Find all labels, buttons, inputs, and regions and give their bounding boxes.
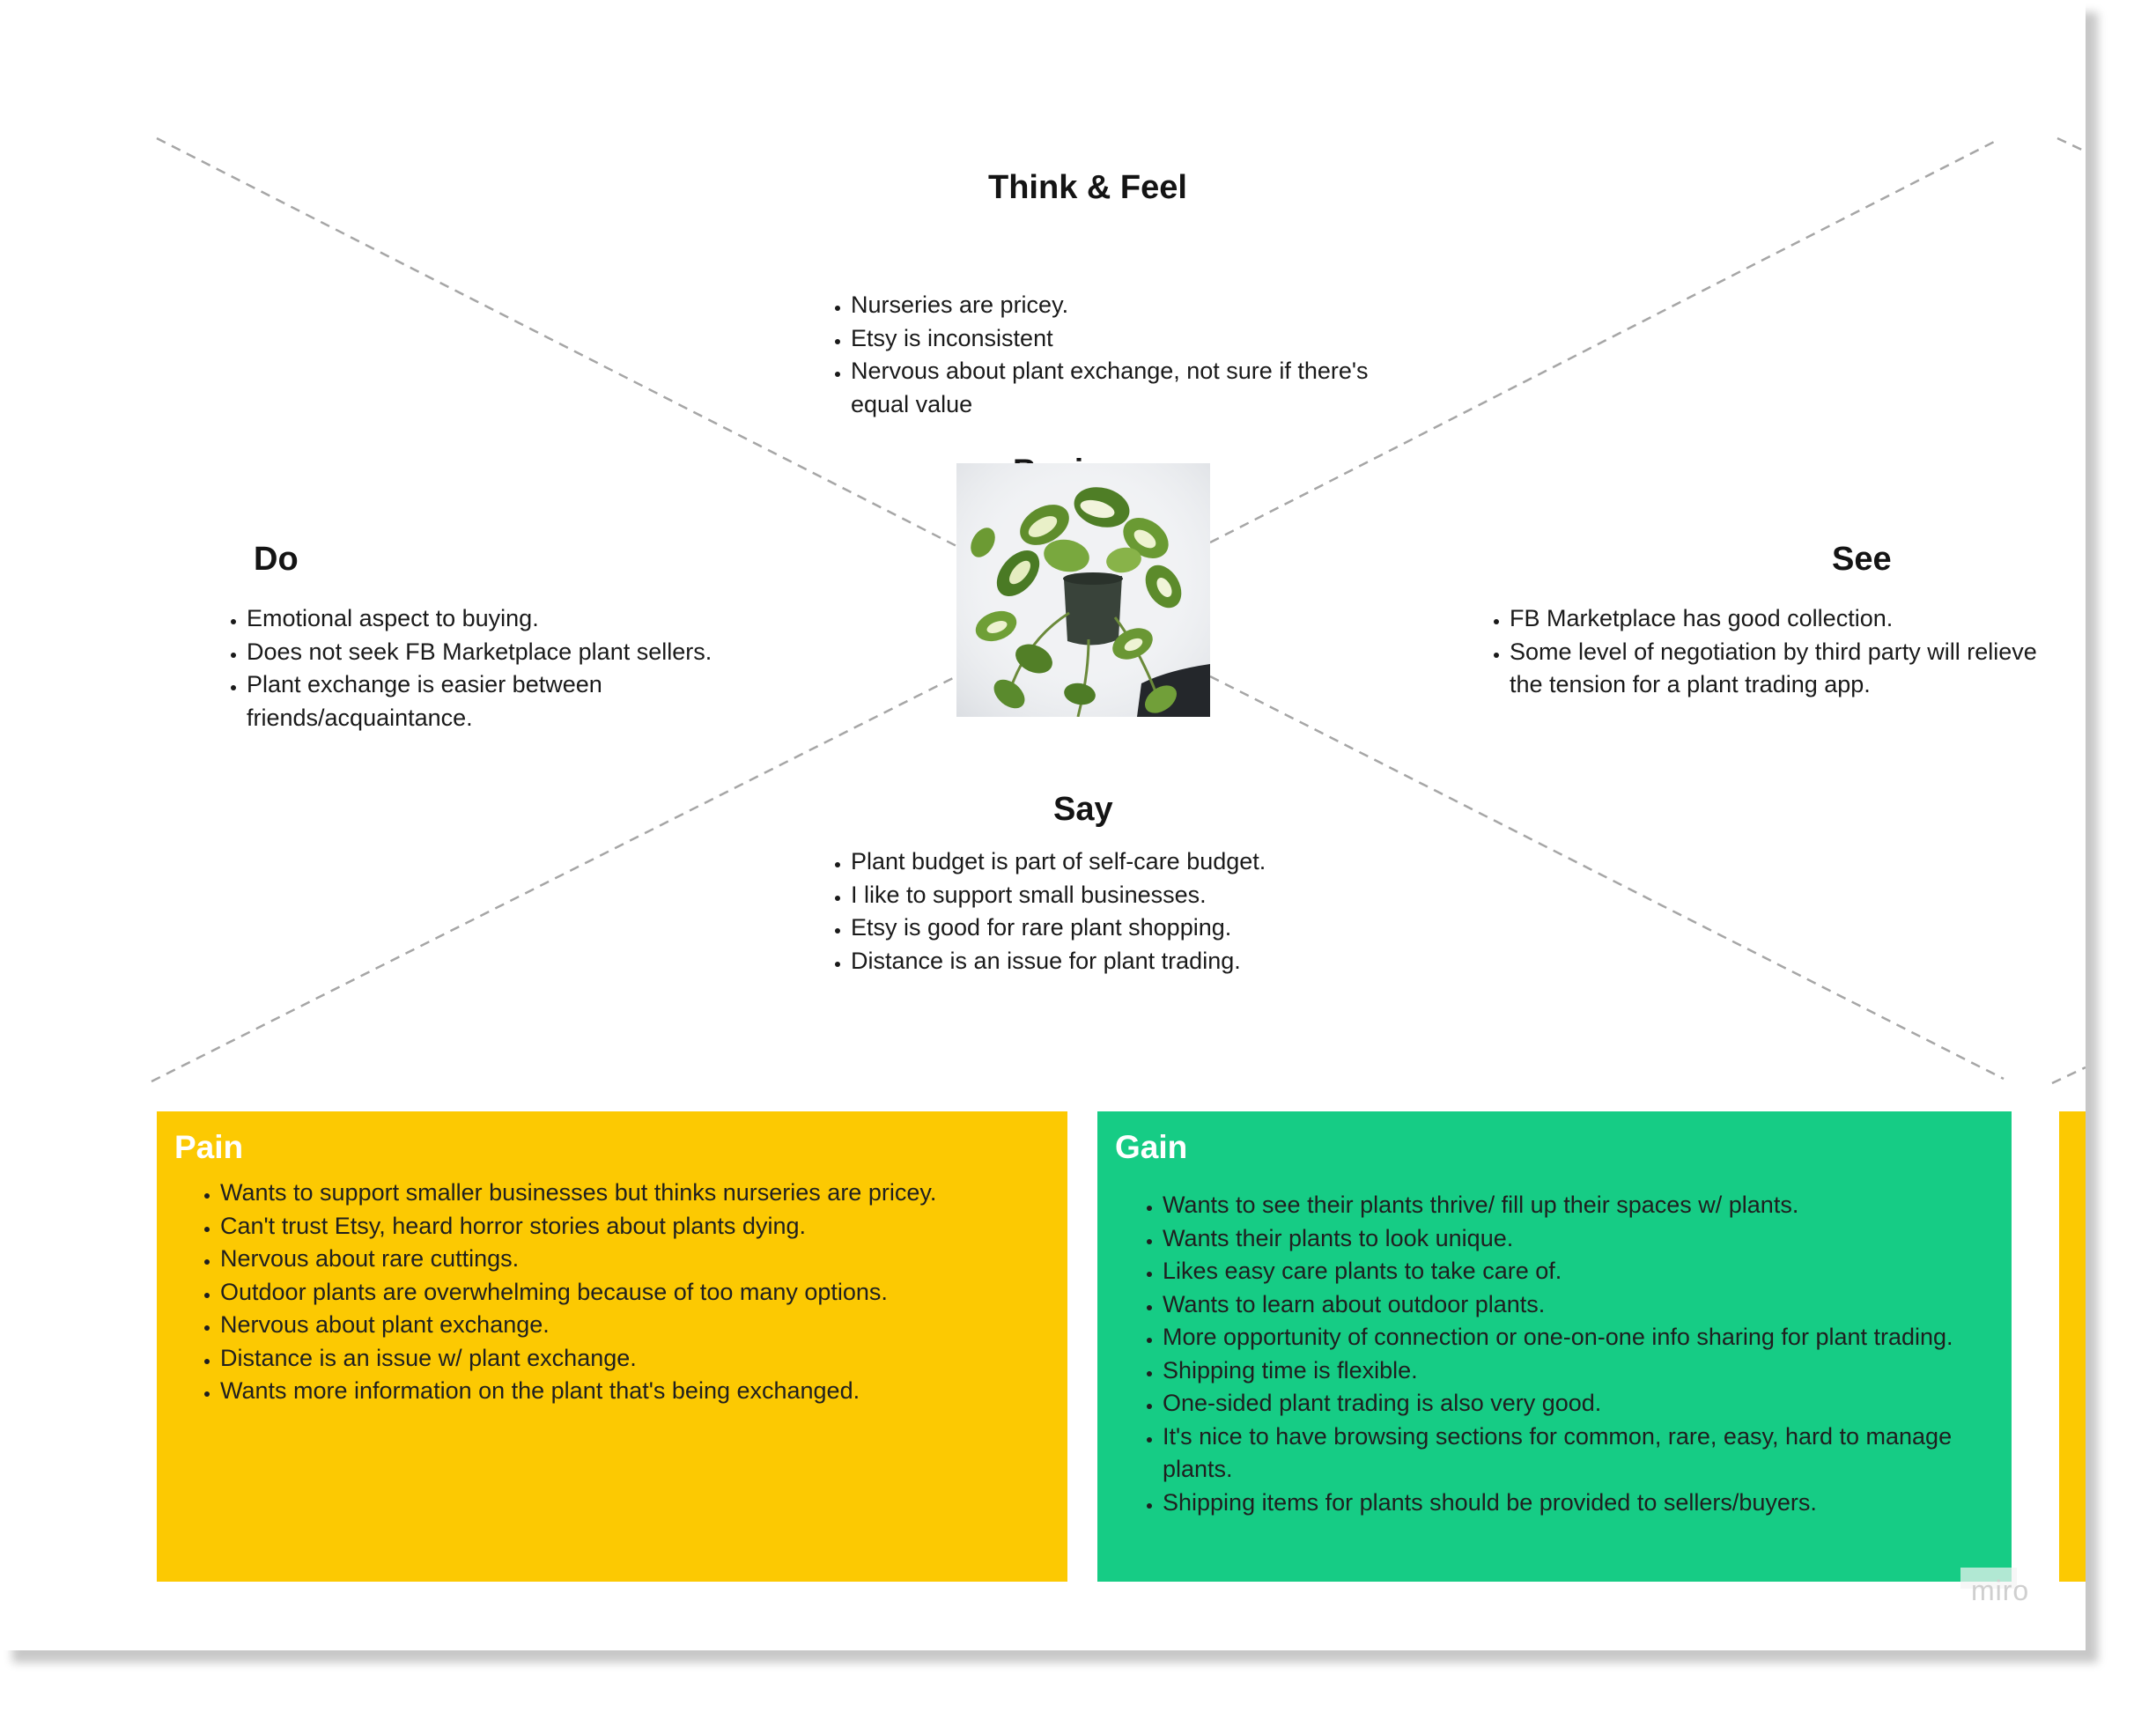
list-item: It's nice to have browsing sections for … bbox=[1163, 1421, 1999, 1487]
list-item: Likes easy care plants to take care of. bbox=[1163, 1255, 1999, 1288]
pain-list: Wants to support smaller businesses but … bbox=[196, 1177, 1066, 1408]
say-list: Plant budget is part of self-care budget… bbox=[826, 845, 1414, 978]
think-feel-heading: Think & Feel bbox=[988, 169, 1187, 207]
list-item: Nervous about plant exchange. bbox=[220, 1309, 1066, 1342]
think-feel-list: Nurseries are pricey. Etsy is inconsiste… bbox=[826, 289, 1379, 421]
list-item: Wants more information on the plant that… bbox=[220, 1375, 1066, 1408]
partial-card-edge bbox=[2059, 1111, 2086, 1582]
list-item: Shipping time is flexible. bbox=[1163, 1354, 1999, 1388]
empathy-map-board: Think & Feel Nurseries are pricey. Etsy … bbox=[0, 0, 2086, 1650]
list-item: Plant budget is part of self-care budget… bbox=[851, 845, 1414, 879]
list-item: Nurseries are pricey. bbox=[851, 289, 1379, 322]
see-heading: See bbox=[1832, 541, 1892, 579]
do-heading: Do bbox=[254, 541, 299, 579]
list-item: Wants to learn about outdoor plants. bbox=[1163, 1288, 1999, 1322]
list-item: Wants to support smaller businesses but … bbox=[220, 1177, 1066, 1210]
list-item: Etsy is inconsistent bbox=[851, 322, 1379, 356]
list-item: FB Marketplace has good collection. bbox=[1510, 602, 2047, 636]
divider-edge-bottom bbox=[2052, 1067, 2086, 1083]
list-item: More opportunity of connection or one-on… bbox=[1163, 1321, 1999, 1354]
list-item: Does not seek FB Marketplace plant selle… bbox=[247, 636, 810, 669]
see-list: FB Marketplace has good collection. Some… bbox=[1485, 602, 2047, 702]
list-item: Plant exchange is easier between friends… bbox=[247, 668, 810, 734]
list-item: I like to support small businesses. bbox=[851, 879, 1414, 912]
list-item: Etsy is good for rare plant shopping. bbox=[851, 911, 1414, 945]
list-item: Nervous about plant exchange, not sure i… bbox=[851, 355, 1379, 421]
pain-title: Pain bbox=[174, 1129, 243, 1166]
list-item: Emotional aspect to buying. bbox=[247, 602, 810, 636]
miro-watermark: miro bbox=[1971, 1575, 2029, 1607]
list-item: Distance is an issue for plant trading. bbox=[851, 945, 1414, 978]
do-list: Emotional aspect to buying. Does not see… bbox=[222, 602, 810, 734]
pain-card: Pain Wants to support smaller businesses… bbox=[157, 1111, 1067, 1582]
list-item: Wants their plants to look unique. bbox=[1163, 1222, 1999, 1256]
list-item: Shipping items for plants should be prov… bbox=[1163, 1487, 1999, 1520]
divider-edge-top bbox=[2057, 138, 2086, 151]
gain-card: Gain Wants to see their plants thrive/ f… bbox=[1097, 1111, 2012, 1582]
list-item: Outdoor plants are overwhelming because … bbox=[220, 1276, 1066, 1310]
list-item: Can't trust Etsy, heard horror stories a… bbox=[220, 1210, 1066, 1243]
gain-title: Gain bbox=[1115, 1129, 1187, 1166]
say-heading: Say bbox=[1053, 791, 1113, 829]
list-item: Wants to see their plants thrive/ fill u… bbox=[1163, 1189, 1999, 1222]
gain-list: Wants to see their plants thrive/ fill u… bbox=[1138, 1189, 1999, 1519]
list-item: One-sided plant trading is also very goo… bbox=[1163, 1387, 1999, 1421]
list-item: Nervous about rare cuttings. bbox=[220, 1243, 1066, 1276]
list-item: Some level of negotiation by third party… bbox=[1510, 636, 2047, 702]
list-item: Distance is an issue w/ plant exchange. bbox=[220, 1342, 1066, 1376]
pothos-plant-image bbox=[956, 463, 1210, 717]
